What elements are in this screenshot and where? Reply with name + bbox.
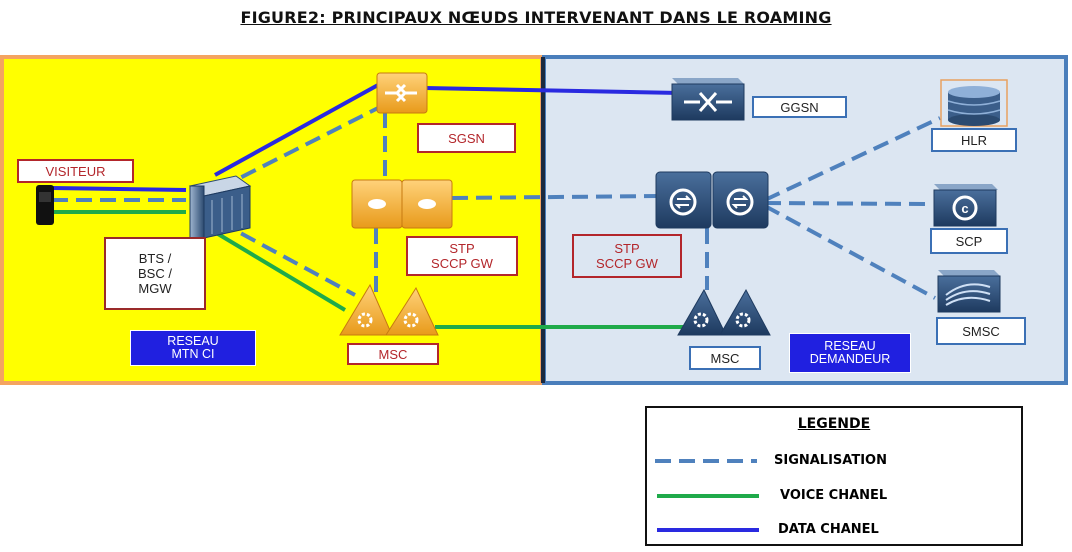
data-links	[51, 83, 681, 192]
legend-voice-label: VOICE CHANEL	[780, 488, 888, 503]
msc-left-label: MSC	[347, 343, 439, 365]
scp-label: SCP	[930, 228, 1008, 254]
msc-right-label: MSC	[689, 346, 761, 370]
smsc-server-icon	[937, 270, 1001, 313]
visiteur-label: VISITEUR	[17, 159, 134, 183]
legend-box: LEGENDE SIGNALISATION VOICE CHANEL DATA …	[645, 406, 1023, 546]
reseau-mtn-ci-label: RESEAU MTN CI	[130, 330, 256, 366]
sgsn-router-icon	[376, 72, 428, 114]
stp-right-icon	[655, 171, 769, 229]
stp-right-label: STP SCCP GW	[572, 234, 682, 278]
ggsn-switch-icon	[671, 78, 745, 121]
ggsn-label: GGSN	[752, 96, 847, 118]
bts-bsc-mgw-label: BTS / BSC / MGW	[104, 237, 206, 310]
voice-links	[52, 210, 685, 329]
svg-text:c: c	[961, 201, 968, 216]
legend-data-label: DATA CHANEL	[778, 522, 879, 537]
msc-right-icon	[677, 288, 771, 336]
zone-mtn-ci	[0, 55, 544, 385]
signalisation-links	[52, 105, 941, 300]
legend-title: LEGENDE	[797, 416, 871, 432]
mobile-phone-icon	[36, 185, 54, 225]
smsc-label: SMSC	[936, 317, 1026, 345]
sgsn-label: SGSN	[417, 123, 516, 153]
server-rack-icon	[188, 175, 252, 239]
stp-left-icon	[351, 179, 453, 229]
legend-signalisation-label: SIGNALISATION	[774, 453, 887, 468]
legend-swatches	[655, 459, 759, 532]
reseau-demandeur-label: RESEAU DEMANDEUR	[789, 333, 911, 373]
hlr-label: HLR	[931, 128, 1017, 152]
hlr-database-icon	[940, 79, 1008, 127]
scp-server-icon: c	[933, 184, 998, 227]
stp-left-label: STP SCCP GW	[406, 236, 518, 276]
figure-title: FIGURE2: PRINCIPAUX NŒUDS INTERVENANT DA…	[240, 8, 832, 27]
msc-left-icon	[339, 283, 439, 336]
